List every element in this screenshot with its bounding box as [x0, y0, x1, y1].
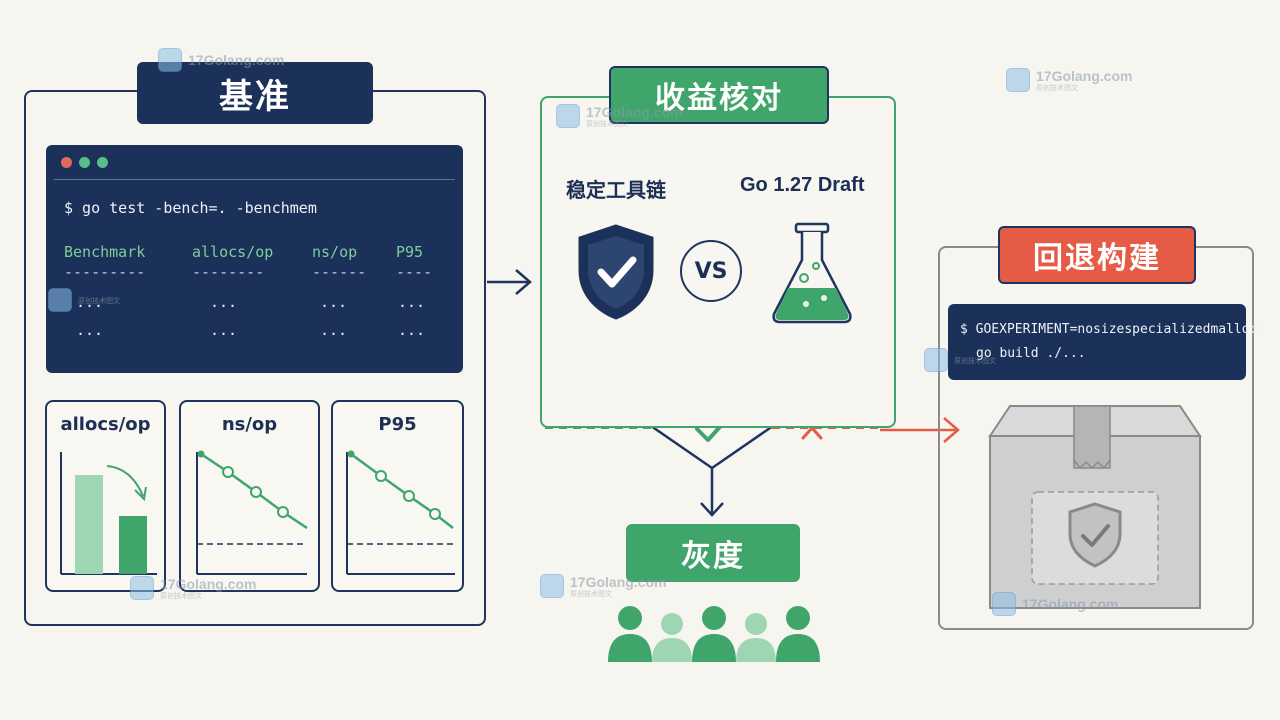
bar-before — [75, 475, 103, 574]
col-dashes-p95: ---- — [396, 263, 433, 281]
window-dot-green — [79, 157, 90, 168]
baseline-title: 基准 — [137, 62, 373, 124]
row-ellipsis: ... — [320, 321, 348, 339]
metric-card-p95: P95 — [331, 400, 464, 592]
gray-release-title: 灰度 — [626, 524, 800, 582]
metric-card-ns: ns/op — [179, 400, 320, 592]
row-ellipsis: ... — [210, 321, 238, 339]
metric-card-allocs: allocs/op — [45, 400, 166, 592]
col-header-benchmark: Benchmark — [64, 243, 146, 261]
col-dashes-allocs: -------- — [192, 263, 265, 281]
row-ellipsis: ... — [320, 293, 348, 311]
col-header-ns: ns/op — [312, 243, 358, 261]
metric-card-title: P95 — [378, 414, 417, 435]
metric-card-title: ns/op — [221, 414, 278, 435]
arrow-decision-to-gray — [700, 468, 724, 517]
package-box-icon — [988, 405, 1202, 609]
shield-check-icon — [578, 224, 654, 320]
terminal-command: $ go test -bench=. -benchmem — [64, 199, 317, 217]
rollback-command-line: $ GOEXPERIMENT=nosizespecializedmalloc — [960, 322, 1258, 337]
window-dot-green-2 — [97, 157, 108, 168]
col-header-allocs: allocs/op — [192, 243, 274, 261]
go-draft-label: Go 1.27 Draft — [740, 174, 865, 196]
col-dashes-ns: ------ — [312, 263, 367, 281]
bar-decrease-chart — [60, 452, 157, 575]
stable-toolchain-label: 稳定工具链 — [566, 178, 666, 202]
row-ellipsis: ... — [398, 293, 426, 311]
metric-card-title: allocs/op — [60, 414, 151, 435]
users-group-icon — [608, 606, 820, 662]
verify-title: 收益核对 — [609, 66, 829, 124]
rollback-build-line: go build ./... — [976, 346, 1086, 361]
benchmark-terminal: $ go test -bench=. -benchmem Benchmark a… — [46, 145, 463, 373]
decrease-arrow — [106, 465, 144, 497]
col-header-p95: P95 — [396, 243, 424, 261]
vs-badge: VS — [680, 240, 742, 302]
terminal-separator — [54, 179, 455, 180]
window-dot-red — [61, 157, 72, 168]
arrow-to-rollback — [880, 417, 960, 443]
row-ellipsis: ... — [398, 321, 426, 339]
arrow-baseline-to-verify — [487, 269, 532, 295]
rollback-title: 回退构建 — [998, 226, 1196, 284]
rollback-terminal: $ GOEXPERIMENT=nosizespecializedmalloc g… — [948, 304, 1257, 380]
flask-icon — [772, 222, 852, 324]
col-dashes-benchmark: --------- — [64, 263, 146, 281]
line-decrease-chart — [196, 450, 308, 575]
row-ellipsis: ... — [76, 321, 104, 339]
row-ellipsis: ... — [210, 293, 238, 311]
line-decrease-chart — [346, 450, 455, 575]
bar-after — [119, 516, 147, 574]
row-ellipsis: ... — [76, 293, 104, 311]
